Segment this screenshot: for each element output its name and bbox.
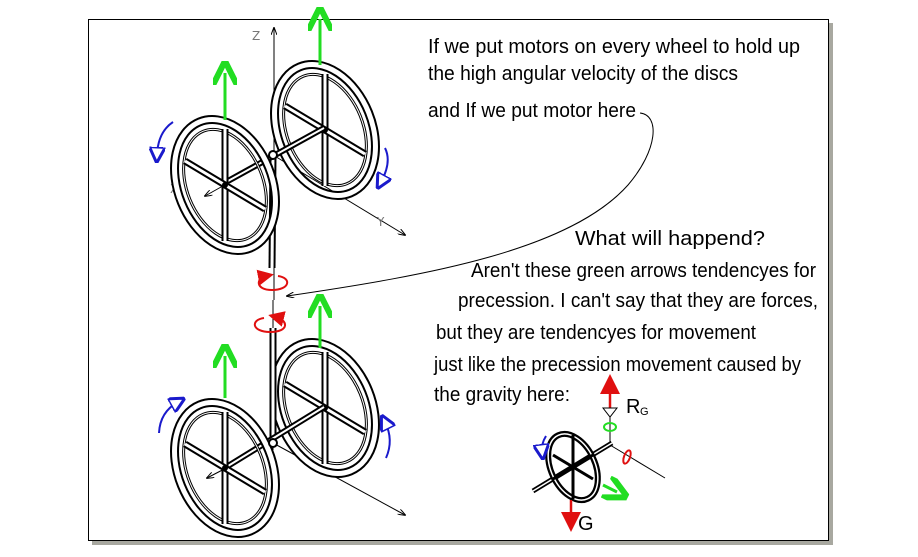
text-line: precession. I can't say that they are fo…	[458, 290, 818, 312]
red-rotation-arrow	[254, 311, 286, 334]
blue-rotation-arrow	[381, 147, 388, 182]
green-precession-arrow	[603, 422, 617, 432]
text-line: just like the precession movement caused…	[433, 354, 801, 376]
text-line: Aren't these green arrows tendencyes for	[471, 260, 816, 282]
text-line: and If we put motor here	[428, 100, 636, 122]
y-axis	[272, 442, 405, 515]
blue-rotation-arrow	[542, 435, 546, 452]
text-line: What will happend?	[575, 228, 765, 250]
text-line: the high angular velocity of the discs	[428, 63, 738, 85]
reaction-subscript: G	[640, 406, 649, 418]
drawing-sheet	[88, 19, 829, 541]
green-precession-arrow	[603, 485, 617, 492]
top-gyro-assembly: Z Y X	[156, 19, 405, 300]
text-line: If we put motors on every wheel to hold …	[428, 36, 800, 58]
gravity-gyro-example: R G G	[531, 374, 666, 535]
reaction-label: R	[626, 396, 640, 418]
red-rotation-arrow	[622, 449, 632, 465]
annotation-text: If we put motors on every wheel to hold …	[428, 36, 818, 406]
red-rotation-arrow	[256, 269, 288, 292]
blue-rotation-arrow	[157, 121, 174, 155]
blue-rotation-arrow	[385, 422, 390, 459]
text-line: the gravity here:	[434, 384, 570, 406]
text-line: but they are tendencyes for movement	[436, 322, 756, 344]
y-axis-label: Y	[376, 215, 385, 229]
blue-rotation-arrow	[158, 402, 178, 434]
z-axis-label: Z	[252, 29, 260, 43]
gravity-label: G	[578, 513, 594, 535]
bottom-gyro-assembly	[156, 300, 405, 549]
pointer-curve	[287, 112, 654, 296]
pivot-support-icon	[601, 407, 619, 418]
